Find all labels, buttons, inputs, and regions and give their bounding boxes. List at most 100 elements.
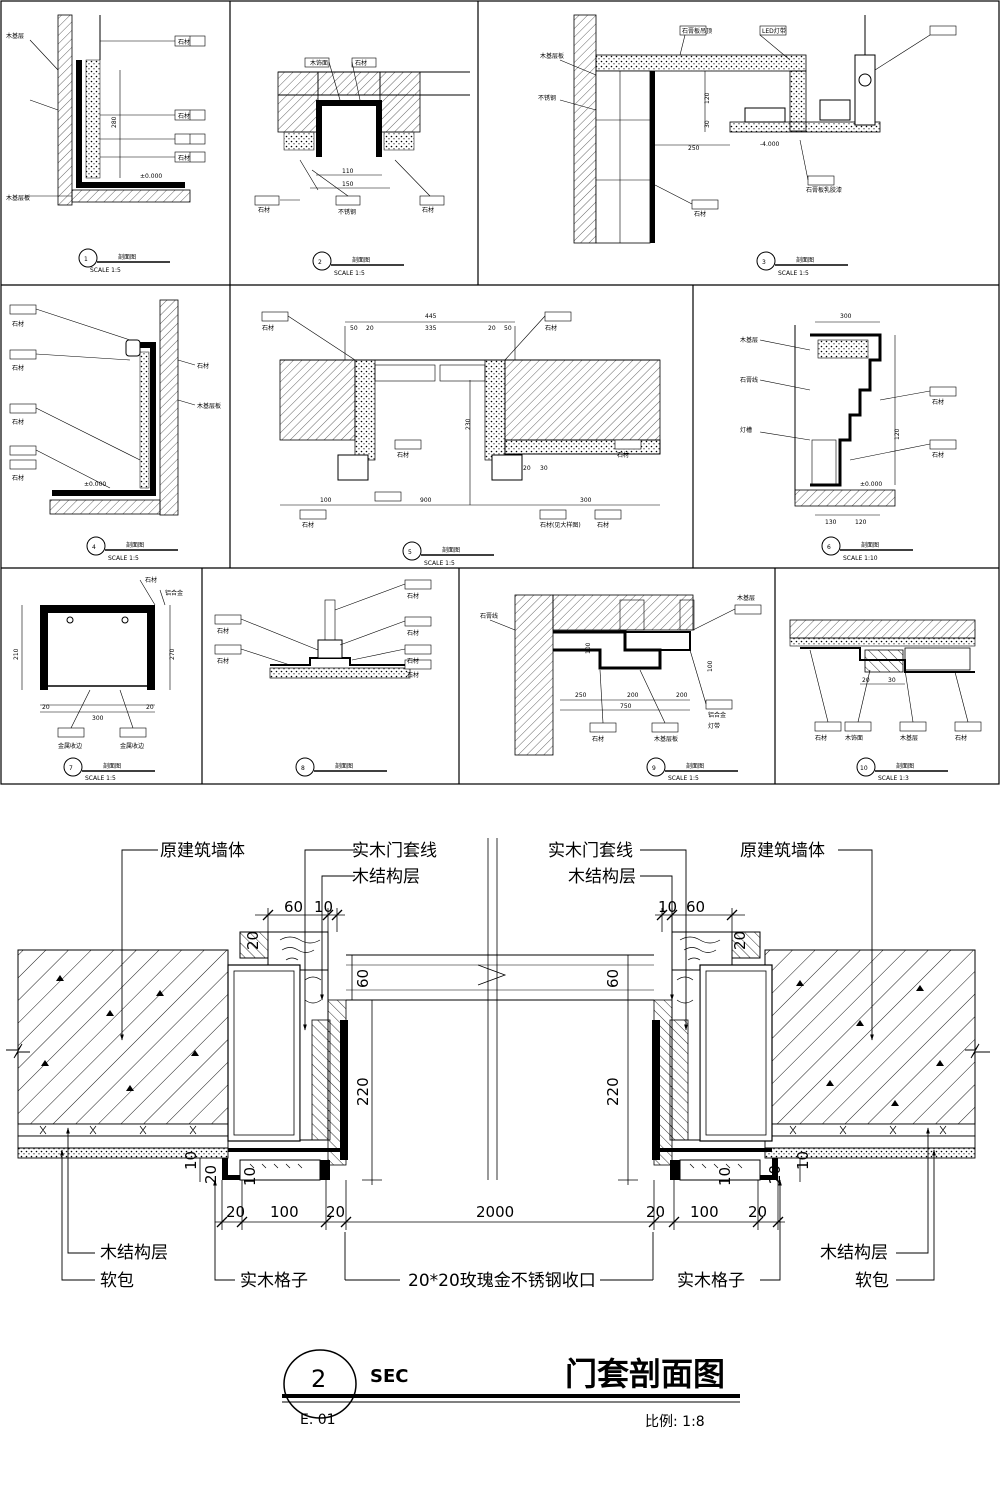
dim-20-base-4: 20	[748, 1203, 767, 1221]
dim-60-top-right: 60	[686, 898, 705, 916]
panel-2-dim-1: 110	[342, 168, 354, 175]
dim-100-base-left: 100	[270, 1203, 299, 1221]
panel-7-dim-5: 270	[169, 648, 176, 660]
dim-2000-opening: 2000	[476, 1203, 514, 1221]
panel-5-dim-10: 230	[465, 418, 472, 430]
panel-3-dim-4: -4.000	[760, 141, 780, 148]
panel-7-note-3: 金属收边	[58, 742, 82, 750]
dim-60-vertical-left: 60	[354, 969, 372, 988]
panel-8-note-5: 石材	[407, 657, 419, 665]
wall-aggregate-marks	[41, 975, 944, 1106]
dim-20-bottom-right: 20	[766, 1165, 784, 1184]
panel-7-scale: SCALE 1:5	[85, 775, 116, 782]
panel-4-note-2: 石材	[12, 364, 24, 372]
panel-2-note-4: 不锈钢	[338, 208, 356, 216]
label-casing-left: 实木门套线	[352, 841, 437, 861]
label-grid-left: 实木格子	[240, 1271, 308, 1291]
panel-8-title: 剖面图	[335, 762, 353, 770]
panel-5-note-2: 石材	[545, 324, 557, 332]
panel-2-title-mark: 2 剖面图 SCALE 1:5	[312, 251, 404, 277]
wall-layers-left	[17, 1123, 229, 1159]
panel-9-note-1: 木基层	[737, 594, 755, 602]
panel-10-note-4: 石材	[955, 734, 967, 742]
dim-20-base-1: 20	[226, 1203, 245, 1221]
panel-4-note-4: 石材	[12, 474, 24, 482]
detail-panel-7: 石材 铝合金 金属收边 金属收边 210 20 300 20 270 7 剖面图…	[13, 576, 183, 782]
panel-5-dim-5: 20	[488, 325, 496, 332]
panel-3-scale: SCALE 1:5	[778, 270, 809, 277]
panel-9-note-3: 铝合金	[708, 711, 726, 719]
panel-4-title-mark: 4 剖面图 SCALE 1:5	[86, 536, 178, 562]
label-woodlayer-top-right: 木结构层	[568, 867, 636, 887]
panel-7-dim-1: 210	[13, 648, 20, 660]
dim-10-top-left: 10	[314, 898, 333, 916]
detail-panel-1: 木基层 石材 石材 石材 木基层板 280 ±0.000 1 剖面图 SCALE…	[6, 14, 206, 274]
panel-6-note-5: 石材	[932, 451, 944, 459]
dim-220-left: 220	[354, 1077, 372, 1106]
dim-100-base-right: 100	[690, 1203, 719, 1221]
dim-220-right: 220	[604, 1077, 622, 1106]
panel-5-note-7: 石材	[597, 521, 609, 529]
panel-9-dim-6: 750	[620, 703, 632, 710]
dim-20-base-3: 20	[646, 1203, 665, 1221]
detail-panel-2: 木饰面 石材 石材 不锈钢 石材 110 150 2 剖面图 SCALE 1:5	[254, 57, 470, 277]
panel-1-note-1: 木基层	[6, 32, 24, 40]
panel-6-scale: SCALE 1:10	[843, 555, 878, 562]
panel-5-note-3: 石材	[397, 451, 409, 459]
detail-panel-8: 石材 石材 石材 石材 石材 石材 8 剖面图	[214, 579, 432, 777]
panel-9-dim-4: 200	[627, 692, 639, 699]
panel-6-dim-2: 130	[825, 519, 837, 526]
dim-10-bottom-right: 10	[716, 1167, 734, 1186]
panel-5-scale: SCALE 1:5	[424, 560, 455, 567]
wall-layers-right	[764, 1123, 976, 1159]
panel-2-note-5: 石材	[422, 206, 434, 214]
label-woodlayer-top-left: 木结构层	[352, 867, 420, 887]
panel-3-number: 3	[762, 259, 766, 266]
panel-7-title: 剖面图	[103, 762, 121, 770]
panel-3-dim-3: 250	[688, 145, 700, 152]
panel-9-note-6: 木基层板	[654, 735, 678, 743]
panel-6-number: 6	[827, 544, 831, 551]
title-number-bubble	[283, 1349, 357, 1419]
panel-7-number: 7	[69, 765, 73, 772]
dim-60-vertical-right: 60	[604, 969, 622, 988]
panel-9-number: 9	[652, 765, 656, 772]
panel-7-title-mark: 7 剖面图 SCALE 1:5	[63, 757, 155, 782]
label-wall-right: 原建筑墙体	[740, 841, 825, 861]
panel-6-dim-1: 300	[840, 313, 852, 320]
dim-10-top-right: 10	[658, 898, 677, 916]
title-block: 2 SEC 门套剖面图 E. 01 比例: 1:8	[282, 1349, 740, 1430]
panel-10-note-2: 木饰面	[845, 734, 863, 742]
panel-6-dim-3: 120	[855, 519, 867, 526]
drawing-scale: 比例: 1:8	[645, 1414, 705, 1430]
panel-8-note-3: 石材	[407, 592, 419, 600]
panel-5-note-6: 石材(见大样图)	[540, 521, 581, 529]
panel-1-note-4: 石材	[178, 154, 190, 162]
panel-6-note-2: 石膏线	[740, 376, 758, 384]
panel-10-dim-1: 20	[862, 677, 870, 684]
panel-5-dim-1: 445	[425, 313, 437, 320]
panel-6-dim-4: 120	[894, 428, 901, 440]
label-softpack-right: 软包	[855, 1271, 889, 1291]
panel-2-title: 剖面图	[352, 256, 370, 264]
panel-1-note-3: 石材	[178, 112, 190, 120]
panel-7-dim-2: 20	[42, 704, 50, 711]
dim-20-side-left: 20	[244, 931, 262, 950]
panel-10-title-mark: 10 剖面图 SCALE 1:3	[856, 757, 948, 782]
panel-5-dim-4: 335	[425, 325, 437, 332]
panel-9-dim-2: 100	[707, 660, 714, 672]
panel-2-note-2: 石材	[355, 59, 367, 67]
panel-10-dim-2: 30	[888, 677, 896, 684]
panel-1-scale: SCALE 1:5	[90, 267, 121, 274]
label-woodlayer-bottom-right: 木结构层	[820, 1243, 888, 1263]
panel-3-note-2: 石膏板吊顶	[682, 27, 712, 35]
panel-5-dim-12: 30	[540, 465, 548, 472]
panel-3-note-4: 不锈钢	[538, 94, 556, 102]
panel-7-note-2: 铝合金	[165, 589, 183, 597]
panel-2-number: 2	[318, 259, 322, 266]
panel-5-title: 剖面图	[442, 546, 460, 554]
dimension-lines	[199, 908, 801, 1230]
panel-9-note-2: 石膏线	[480, 612, 498, 620]
label-wall-left: 原建筑墙体	[160, 841, 245, 861]
panel-4-note-6: 木基层板	[197, 402, 221, 410]
